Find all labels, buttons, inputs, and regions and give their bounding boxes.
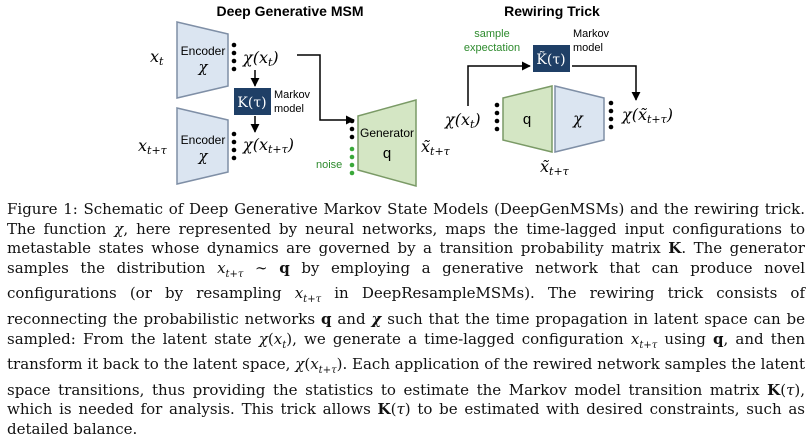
chi-x-t-right: χ(xt): [444, 110, 481, 131]
generator-input-dots: [349, 118, 355, 140]
right-output-dots: [608, 100, 614, 130]
noise-label: noise: [316, 159, 342, 171]
figure-label: Figure 1:: [7, 200, 78, 218]
latent-dots-bottom: [231, 131, 237, 161]
encoder-top-label: Encoder: [181, 44, 226, 58]
right-input-dots: [494, 102, 500, 132]
generator-label: Generator: [360, 126, 414, 140]
latent-dots-top: [231, 42, 237, 72]
chi-x-t-tau: χ(xt+τ): [242, 135, 294, 156]
arrow-k-tilde-to-right: [572, 65, 641, 101]
k-tilde-label: K̃(τ): [536, 50, 565, 68]
encoder-bottom-label: Encoder: [181, 133, 226, 147]
markov-model-right-1: Markov: [573, 28, 610, 40]
sample-expectation-1: sample: [474, 28, 509, 40]
encoder-top-chi: χ: [197, 58, 208, 76]
arrow-left-to-k-tilde: [467, 61, 531, 106]
markov-model-left-2: model: [274, 103, 304, 115]
markov-model-right-2: model: [573, 42, 603, 54]
encoder-bottom: Encoder χ: [176, 107, 229, 185]
arrow-chi-xt-to-generator: [297, 54, 355, 125]
q-right-label: q: [523, 111, 531, 128]
chi-x-tilde: χ(x̃t+τ): [621, 105, 673, 126]
generator-q: q: [383, 145, 391, 162]
chi-x-t-left: χ(xt): [242, 48, 279, 69]
k-tau-box: K(τ): [234, 88, 271, 115]
x-tilde-bottom: x̃t+τ: [540, 157, 570, 178]
encoder-right: χ: [554, 85, 605, 153]
right-title: Rewiring Trick: [504, 3, 600, 19]
k-tau-label: K(τ): [237, 95, 266, 111]
generator-right: q: [502, 85, 553, 153]
input-x-t: xt: [150, 47, 164, 68]
encoder-top: Encoder χ: [176, 21, 229, 99]
schematic-diagram: Deep Generative MSM Rewiring Trick xt En…: [138, 3, 673, 187]
generator: Generator q: [357, 99, 417, 187]
k-tilde-box: K̃(τ): [533, 45, 570, 72]
markov-model-left-1: Markov: [274, 89, 311, 101]
input-x-t-tau: xt+τ: [138, 136, 168, 157]
left-title: Deep Generative MSM: [216, 3, 363, 19]
sample-expectation-2: expectation: [464, 42, 520, 54]
figure-caption: Figure 1: Schematic of Deep Generative M…: [7, 200, 806, 438]
x-tilde-left: x̃t+τ: [421, 137, 451, 158]
chi-right-label: χ: [572, 109, 584, 128]
noise-dots: [349, 146, 355, 176]
encoder-bottom-chi: χ: [197, 147, 208, 165]
